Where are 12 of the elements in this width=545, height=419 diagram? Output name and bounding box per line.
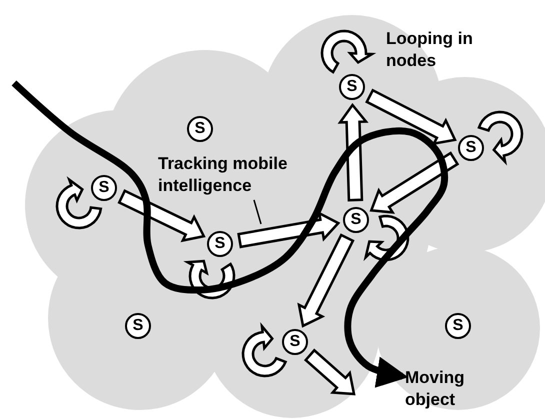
block-arrow <box>297 233 355 328</box>
annotation-text: Moving object <box>405 367 491 410</box>
annotation-text: Looping in nodes <box>386 28 474 72</box>
block-arrow <box>365 88 457 146</box>
block-arrow <box>237 211 340 248</box>
annotation-text: Tracking mobile intelligence <box>158 153 336 196</box>
block-arrow <box>338 102 369 202</box>
block-arrow <box>304 348 356 396</box>
trajectory-arrow <box>12 80 448 388</box>
leader-line <box>253 200 262 224</box>
block-arrow <box>370 151 460 214</box>
block-arrow <box>118 189 206 242</box>
